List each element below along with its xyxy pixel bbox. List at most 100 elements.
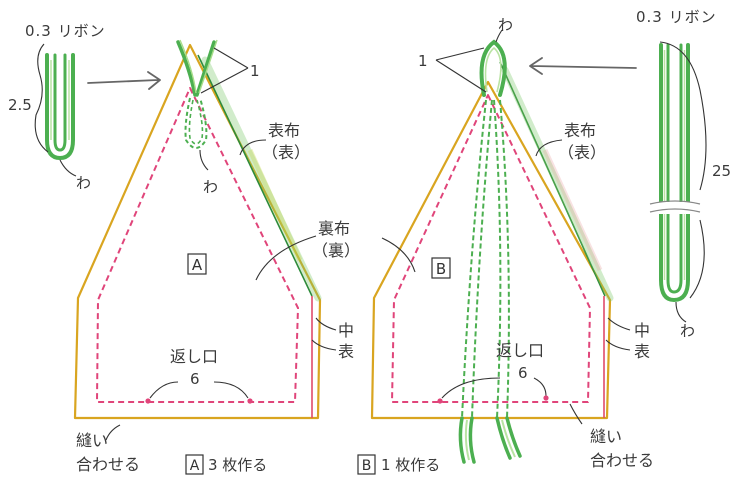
opening-label-b: 返し口 [496,341,544,360]
sew-label-1-a: 縫い [76,431,108,450]
arrow-to-pattern-a [87,71,161,90]
box-a-letter: A [192,256,203,274]
lining-sub: （裏） [312,241,360,260]
opening-size-b: 6 [518,364,528,382]
opening-mark-right-a [247,398,253,404]
ribbon-small-u-inner [53,53,67,152]
sew-label-2-a: 合わせる [76,455,140,474]
ribbon-b-tail-left [458,416,476,464]
fold-label-b: わ [498,16,513,34]
inner-fold-label-a: わ [203,178,218,196]
opening-size-a: 6 [190,370,200,388]
ribbon-a-hidden-loop [184,97,208,149]
callout-number-b: 1 [418,52,428,70]
leader-callout-1-a [200,47,249,94]
outer-fabric-sub-a: （表） [262,143,310,162]
pattern-a-seam-line [96,87,299,403]
ribbon-b-top-loop [479,39,507,97]
box-b-letter: B [436,260,446,278]
leader-opening-right-b [533,377,547,397]
pattern-b-texture-pink [542,148,603,272]
pattern-a-outer-texture [201,56,322,302]
sew-label-1-b: 縫い [590,427,622,446]
ribbon-b-tail-right [495,416,522,460]
outer-fabric-sub-b: （表） [558,143,606,162]
leader-fold-bottom-b [675,301,687,323]
leader-face-a [311,339,337,351]
ribbon-break-mark [649,200,701,213]
outer-fabric-label-b: 表布 [564,121,596,140]
sew-label-2-b: 合わせる [590,451,654,470]
caption-letter-b: B [362,458,372,474]
ribbon-long-u [659,43,690,303]
leader-fold-a [59,159,77,177]
ribbon-b-top-highlight [484,46,502,93]
ribbon-b-hidden-left [461,99,487,419]
lining-label: 裏布 [318,219,350,238]
leader-opening-left-b [441,377,501,399]
leader-outer-fabric-a [239,139,267,156]
fold-label-a: わ [76,174,91,192]
leader-sew-b [569,403,583,425]
ribbon-b-tail-right-hl [501,419,516,458]
middle-label-b: 中 [634,321,650,340]
leader-lining-b [381,237,416,273]
ribbon-long-u-highlight [663,50,686,280]
pattern-a-outline [73,43,322,420]
arrow-from-ribbon-b [529,57,637,75]
face-label-a: 表 [338,342,354,361]
fold-bottom-label-b: わ [680,322,695,340]
outer-fabric-label-a: 表布 [268,121,300,140]
leader-ribbon-label-a [34,43,49,153]
pattern-a: A 0.3 リボン 2.5 わ 1 わ 表布 （表） 返し口 6 中 表 縫い … [8,22,354,475]
ribbon-a-hidden-loop-inner [188,99,204,145]
pattern-a-texture-yellow [247,148,303,262]
ribbon-a-top-highlight [179,39,218,94]
callout-number-a: 1 [250,62,260,80]
opening-mark-right-b [543,395,549,401]
ribbon-small-u-highlight [50,60,70,140]
ribbon-break-gap [650,202,700,214]
lining-label-group: 裏布 （裏） [312,219,360,260]
ribbon-b-hidden-right [493,99,502,419]
pattern-b-seam-line [391,94,591,403]
middle-label-a: 中 [338,321,354,340]
ribbon-b-tail-left-hl [464,419,470,461]
box-b [431,257,451,279]
leader-middle-a [315,317,337,331]
pattern-a-inner-layer [197,54,313,297]
pattern-b-inner-layer [499,61,606,297]
leader-middle-b [607,317,631,331]
ribbon-b-hidden-left-2 [471,99,493,419]
ribbon-length-a: 2.5 [8,96,32,114]
caption-text-b: 1 枚作る [381,456,440,474]
leader-ribbon-label-b [659,41,707,191]
leader-ribbon-len-b [689,219,705,299]
ribbon-long-u-inner [666,43,683,294]
caption-box-a [185,454,204,475]
leader-opening-left-a [149,381,179,399]
ribbon-length-b: 25 [712,162,731,180]
face-label-b: 表 [634,342,650,361]
leader-fold-b [495,29,503,43]
ribbon-label-b: 0.3 リボン [636,8,717,26]
ribbon-small-u [45,53,75,161]
ribbon-b-hidden-right-2 [499,99,510,419]
caption-letter-a: A [190,458,200,474]
box-a [187,253,207,275]
leader-outer-fabric-b [535,139,563,157]
caption-text-a: 3 枚作る [208,456,267,474]
leader-callout-1-b [435,47,487,93]
pattern-b: B 1 わ 0.3 リボン 25 わ 表布 （表） 返し口 6 中 表 縫い 合… [357,8,731,475]
caption-box-b [357,454,376,475]
leader-sew-a [105,424,121,441]
leader-inner-fold-a [199,149,209,171]
leader-lining-center [255,235,317,281]
ribbon-a-top-loop [176,40,216,97]
leader-opening-right-a [213,381,249,399]
opening-mark-left-b [437,398,443,404]
pattern-b-outer-texture [501,66,614,302]
opening-label-a: 返し口 [170,347,218,366]
